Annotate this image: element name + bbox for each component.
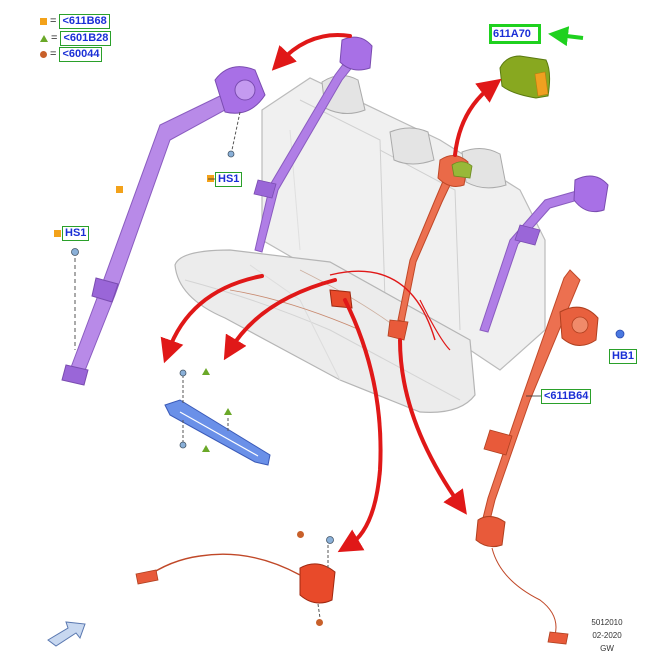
view-direction-icon [47,621,86,647]
square-symbol-icon [40,17,47,25]
triangle-symbol-icon [202,445,210,452]
seat-cushion [174,249,476,413]
left-installed-belt [253,36,373,253]
buckle-bracket [164,369,271,466]
legend-equals: = [51,32,58,44]
callout-highlight-box [489,24,541,44]
drawing-code: 5012010 [591,618,623,627]
legend-equals: = [50,15,57,27]
legend-item-circle: = <60044 [40,46,103,62]
callout-hb1[interactable]: HB1 [609,349,638,364]
legend-equals: = [50,48,57,60]
circle-symbol-icon [40,50,47,58]
headrest-cover-part [499,55,551,99]
legend-item-square: = <611B68 [40,13,110,29]
hs1-bolt [71,248,79,350]
square-symbol-icon [207,175,214,182]
triangle-symbol-icon [40,34,48,42]
left-belt-assembly [61,66,266,386]
callout-hs1-left[interactable]: HS1 [62,226,90,241]
lower-buckle-assembly [135,536,336,619]
legend-part-label: <601B28 [60,30,112,46]
square-symbol-icon [116,186,123,193]
callout-headrest-cover[interactable]: 611A70 [493,28,531,41]
triangle-symbol-icon [202,368,210,375]
legend-part-label: <611B68 [59,13,110,29]
drawing-author: GW [600,644,614,653]
highlight-pointer-arrow [548,26,584,47]
callout-hs1-upper[interactable]: HS1 [215,172,243,187]
red-arrows [160,33,502,553]
legend-part-label: <60044 [59,46,103,62]
legend-item-triangle: = <601B28 [40,30,112,46]
right-installed-belt [479,175,609,333]
center-installed-belt [387,155,473,341]
drawing-date: 02-2020 [592,631,622,640]
square-symbol-icon [54,230,61,237]
circle-symbol-icon [316,619,323,626]
circle-symbol-icon [297,531,304,538]
right-belt-assembly [475,269,625,645]
triangle-symbol-icon [224,408,232,415]
callout-right-belt[interactable]: <611B64 [541,389,592,404]
